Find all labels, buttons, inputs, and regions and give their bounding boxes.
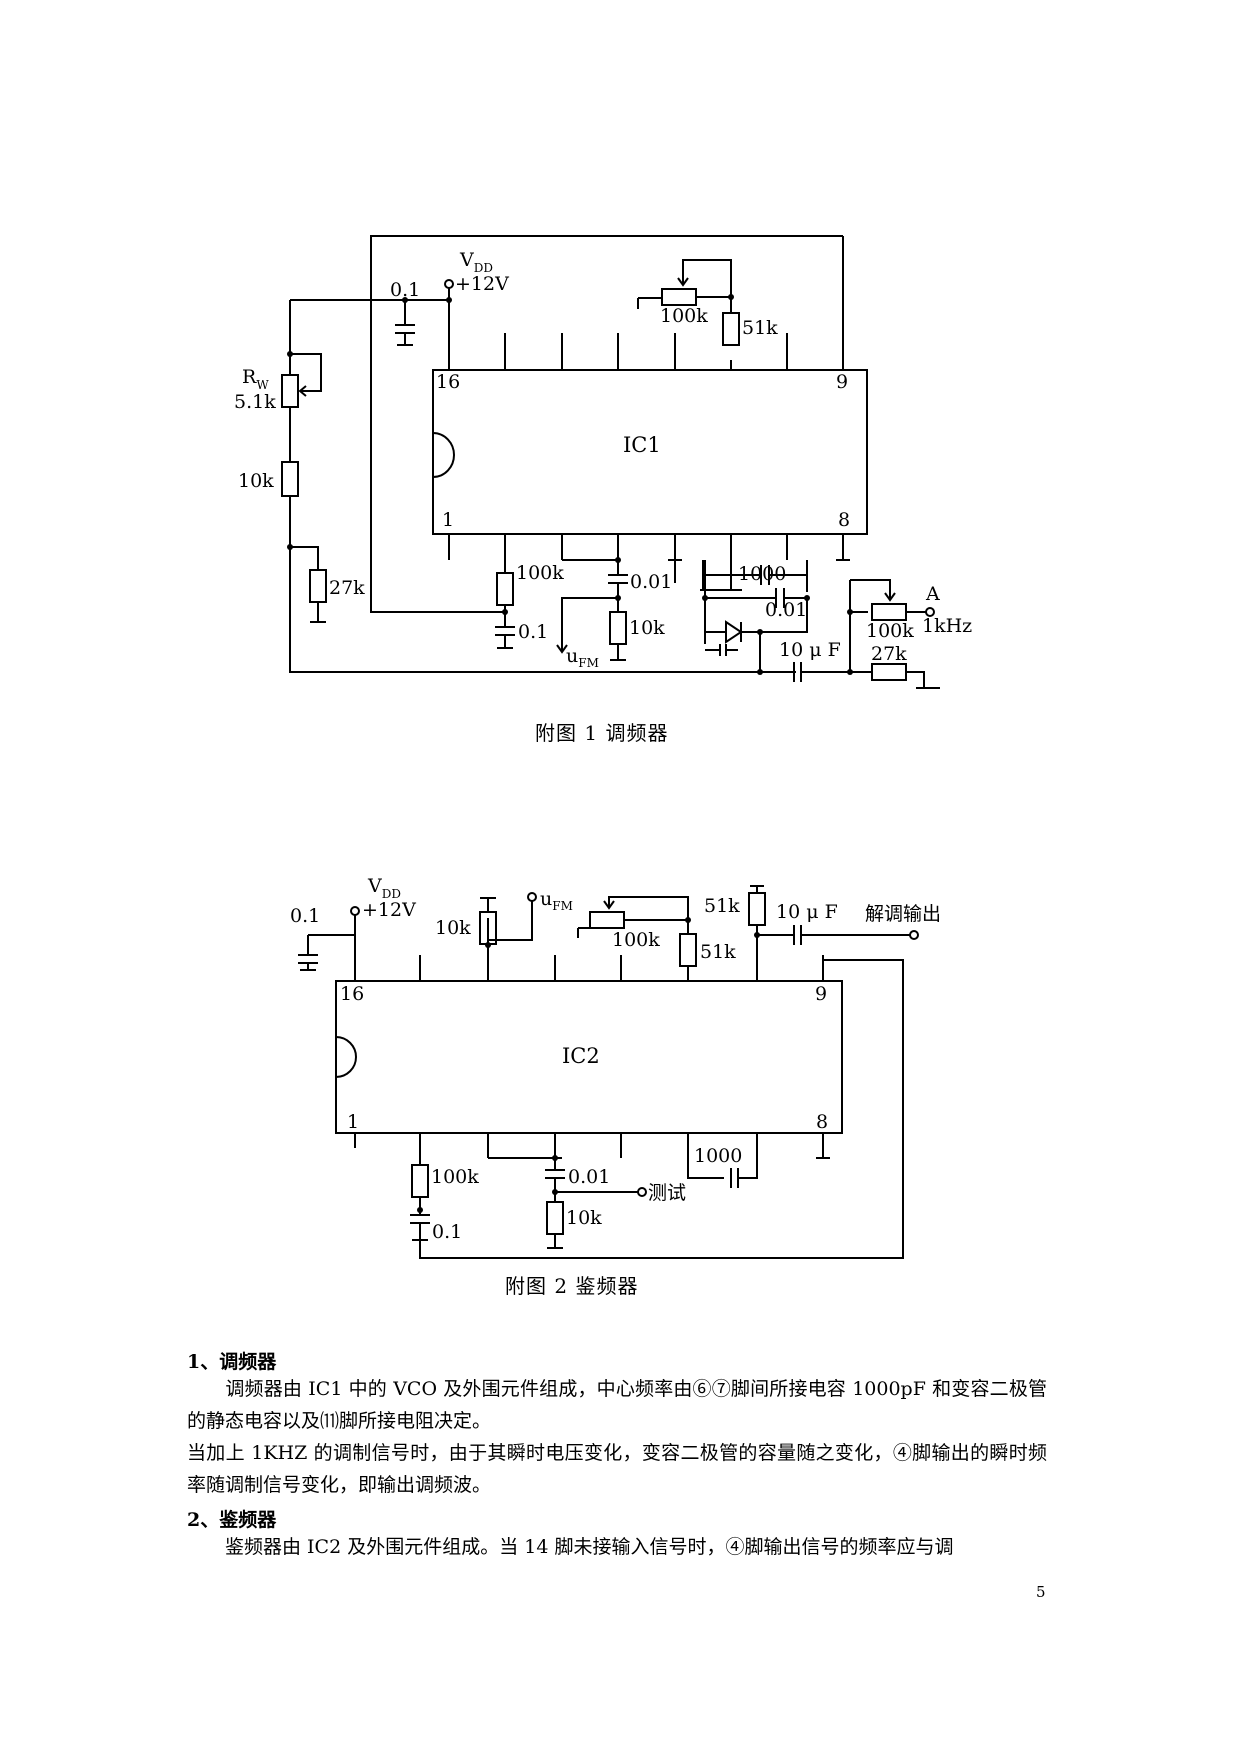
ic1-c-1000-label: 1000	[738, 563, 786, 585]
ic2-pin1: 1	[347, 1111, 359, 1133]
ic1-bottom-pins	[448, 534, 844, 560]
r-27k-label: 27k	[329, 577, 365, 599]
ic1-c-01-label: 0.1	[518, 621, 548, 643]
ic1-input-a-label: A	[925, 583, 940, 605]
ic2-label: IC2	[562, 1044, 600, 1068]
figure-2-demodulator: IC2 16 9 1 8 VDD +12V 0.1 10k uFM 100k 5…	[290, 875, 941, 1259]
ic2-output-label: 解调输出	[865, 903, 941, 925]
ic2-vdd-value: +12V	[362, 899, 416, 921]
ic2-supply-cap	[298, 935, 318, 971]
ic1-pin1: 1	[442, 509, 454, 531]
ic1-input-pot-label: 100k	[866, 620, 914, 642]
ic2-c-01-label: 0.1	[432, 1221, 462, 1243]
ic2-r-10k	[546, 1201, 564, 1235]
ic1-ufm-label: uFM	[566, 645, 599, 670]
section-1-paragraph-2: 当加上 1KHZ 的调制信号时，由于其瞬时电压变化，变容二极管的容量随之变化，④…	[187, 1442, 1047, 1496]
ic2-pin16: 16	[340, 983, 364, 1005]
section-2-heading: 2、鉴频器	[187, 1509, 277, 1531]
ic2-r-10k-label: 10k	[566, 1207, 602, 1229]
ic2-c-1000-label: 1000	[694, 1145, 742, 1167]
section-1-heading: 1、调频器	[187, 1351, 277, 1373]
ic2-test-label: 测试	[648, 1182, 686, 1204]
ic2-r-51k-a-label: 51k	[704, 895, 740, 917]
figure-1-caption: 附图 1 调频器	[535, 721, 669, 745]
ic1-pin8: 8	[838, 509, 850, 531]
ic1-input-r-27k-label: 27k	[871, 643, 907, 665]
ic2-pin9: 9	[815, 983, 827, 1005]
rw-value: 5.1k	[234, 391, 276, 413]
ic1-body	[432, 369, 868, 535]
ic1-supply-cap	[395, 300, 415, 346]
ic1-c-10uf-label: 10 μ F	[779, 639, 841, 661]
ic2-c-001-label: 0.01	[568, 1166, 610, 1188]
ic2-supply-cap-label: 0.1	[290, 905, 320, 927]
ic1-r-51k-label: 51k	[742, 317, 778, 339]
ic1-supply-cap-label: 0.1	[390, 279, 420, 301]
ic2-vdd-label: VDD	[367, 875, 401, 901]
ic1-c-001b-label: 0.01	[765, 599, 807, 621]
ic1-label: IC1	[623, 433, 661, 457]
ic1-pot-100k	[661, 288, 697, 306]
ic1-r-10k-fm	[609, 611, 627, 645]
ic2-r-100k	[411, 1164, 429, 1198]
ic1-r-100k-label: 100k	[516, 562, 564, 584]
ic1-c-001-label: 0.01	[630, 571, 672, 593]
r-27k	[309, 569, 327, 603]
ic2-r-10k-top-label: 10k	[435, 917, 471, 939]
ic1-pot-100k-label: 100k	[660, 305, 708, 327]
page-number: 5	[1036, 1583, 1046, 1601]
ic1-input-freq-label: 1kHz	[922, 615, 972, 637]
ic1-pin16: 16	[436, 371, 460, 393]
figure-1-modulator: IC1 16 9 1 8 VDD +12V 0.1 RW 5.1k 10k	[234, 235, 972, 689]
figure-2-caption: 附图 2 鉴频器	[505, 1274, 639, 1298]
varactor-diode	[705, 620, 760, 644]
ic2-r-51k-a	[748, 892, 766, 926]
section-1-paragraph-1: 调频器由 IC1 中的 VCO 及外围元件组成，中心频率由⑥⑦脚间所接电容 10…	[187, 1378, 1047, 1432]
ic1-vdd-label: VDD	[459, 249, 493, 275]
ic2-pin8: 8	[816, 1111, 828, 1133]
rw-pot	[281, 374, 299, 408]
ic1-top-pins	[448, 236, 844, 370]
ic2-notch	[335, 1036, 357, 1078]
ic2-r-51k-b-label: 51k	[700, 941, 736, 963]
r-10k-label: 10k	[238, 470, 274, 492]
ic2-ufm-label: uFM	[540, 888, 573, 913]
ic1-r-51k	[722, 312, 740, 346]
section-2-paragraph-1: 鉴频器由 IC2 及外围元件组成。当 14 脚未接输入信号时，④脚输出信号的频率…	[187, 1536, 954, 1558]
ic1-vdd-value: +12V	[455, 273, 509, 295]
ic2-r-51k-b	[679, 933, 697, 967]
ic2-c-10uf-label: 10 μ F	[776, 901, 838, 923]
ic2-top-pins	[354, 915, 824, 981]
ic1-input-r-27k	[871, 663, 907, 681]
rw-label: RW	[242, 366, 269, 392]
ic1-r-10k-fm-label: 10k	[629, 617, 665, 639]
ic1-r-100k	[496, 572, 514, 606]
ic1-input-pot-100k	[871, 603, 907, 621]
ic2-pot-100k-label: 100k	[612, 929, 660, 951]
ic2-body	[335, 980, 843, 1134]
ic2-r-100k-label: 100k	[431, 1166, 479, 1188]
ic1-pin9: 9	[836, 371, 848, 393]
r-10k	[281, 461, 299, 497]
ic2-bottom-pins	[354, 1133, 824, 1158]
ic2-pot-100k	[589, 911, 625, 929]
ic1-notch	[432, 432, 455, 478]
